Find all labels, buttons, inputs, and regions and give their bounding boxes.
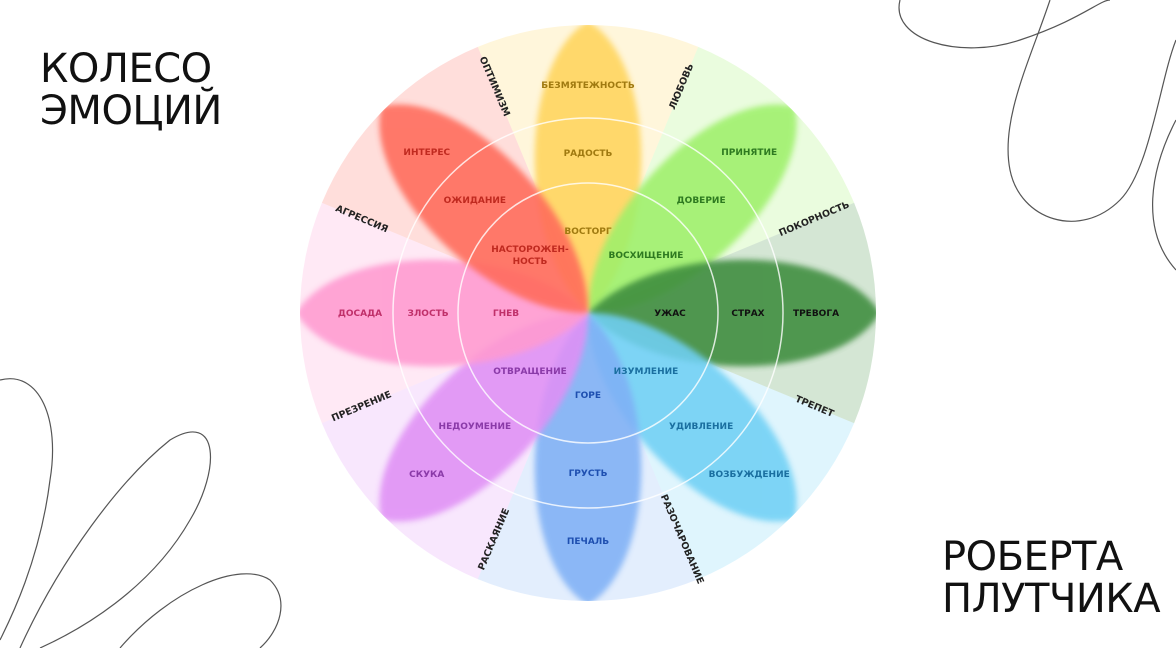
- petal-anticipation: [379, 104, 589, 314]
- emotion-label: СКУКА: [409, 470, 444, 480]
- emotion-label: ИЗУМЛЕНИЕ: [614, 366, 679, 376]
- petal-surprise: [587, 312, 797, 522]
- inner-ring: [457, 182, 719, 444]
- emotion-label: ДОСАДА: [338, 309, 382, 319]
- emotion-label: ДОВЕРИЕ: [677, 195, 726, 205]
- petal-trust: [587, 104, 797, 314]
- emotion-label: СТРАХ: [731, 309, 764, 319]
- title-top: КОЛЕСО ЭМОЦИЙ: [40, 48, 222, 132]
- emotion-label: ОТВРАЩЕНИЕ: [493, 366, 567, 376]
- emotion-label: НАСТОРОЖЕН-НОСТЬ: [491, 245, 569, 267]
- emotion-label: ПРИНЯТИЕ: [721, 147, 777, 157]
- emotion-label: ВОСТОРГ: [564, 227, 612, 237]
- emotion-label: ВОЗБУЖДЕНИЕ: [709, 470, 790, 480]
- emotion-label: ТРЕВОГА: [793, 309, 839, 319]
- emotion-label: ГОРЕ: [575, 391, 601, 401]
- emotion-label: ГРУСТЬ: [569, 469, 608, 479]
- emotion-label: ИНТЕРЕС: [403, 147, 450, 157]
- emotion-label: ОЖИДАНИЕ: [444, 195, 506, 205]
- emotion-label: РАДОСТЬ: [564, 149, 613, 159]
- emotion-label: УДИВЛЕНИЕ: [669, 422, 733, 432]
- title-line-1: КОЛЕСО: [40, 46, 212, 92]
- emotion-label: ПЕЧАЛЬ: [567, 537, 609, 547]
- emotion-label: ЗЛОСТЬ: [407, 309, 448, 319]
- emotion-label: ВОСХИЩЕНИЕ: [609, 251, 684, 261]
- title-line-3: РОБЕРТА: [942, 534, 1123, 580]
- title-bottom: РОБЕРТА ПЛУТЧИКА: [942, 534, 1161, 622]
- emotion-label: НЕДОУМЕНИЕ: [439, 422, 512, 432]
- title-line-2: ЭМОЦИЙ: [40, 88, 222, 134]
- middle-ring: [392, 117, 784, 509]
- petal-disgust: [379, 312, 589, 522]
- title-line-4: ПЛУТЧИКА: [942, 576, 1161, 622]
- petals: [300, 25, 876, 601]
- emotion-label: БЕЗМЯТЕЖНОСТЬ: [541, 81, 635, 91]
- emotion-label: ГНЕВ: [493, 309, 519, 319]
- emotion-label: УЖАС: [654, 309, 686, 319]
